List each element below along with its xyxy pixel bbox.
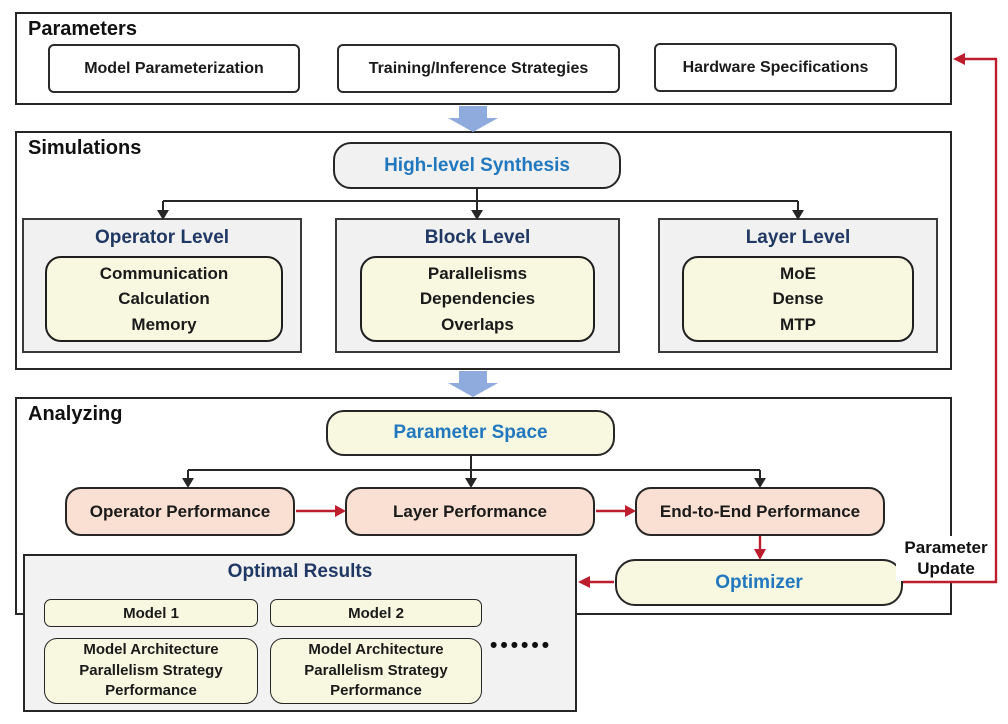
operator-level-items-box: Communication Calculation Memory xyxy=(45,256,283,342)
param-box-label: Hardware Specifications xyxy=(682,58,869,76)
arrowhead-update-to-parameters xyxy=(953,53,965,65)
optimal-results-title: Optimal Results xyxy=(227,561,373,582)
item-line: Calculation xyxy=(118,289,210,309)
flow-arrow-simulations-to-analyzing-icon xyxy=(448,371,498,397)
parameter-space-label: Parameter Space xyxy=(393,422,548,443)
param-box-label: Model Parameterization xyxy=(84,59,264,77)
param-box-training-inference-strategies: Training/Inference Strategies xyxy=(337,44,620,93)
simulations-title: Simulations xyxy=(28,137,142,159)
item-line: Dense xyxy=(772,289,824,309)
parameter-update-label: Parameter Update xyxy=(896,536,996,581)
item-line: MTP xyxy=(780,314,816,334)
param-box-hardware-specifications: Hardware Specifications xyxy=(654,43,897,92)
analyzing-title: Analyzing xyxy=(28,403,123,425)
model-2-detail-box: Model Architecture Parallelism Strategy … xyxy=(270,638,482,704)
optimal-results-panel: Optimal Results Model 1 Model 2 Model Ar… xyxy=(23,554,577,712)
param-box-model-parameterization: Model Parameterization xyxy=(48,44,300,93)
layer-performance-box: Layer Performance xyxy=(345,487,595,536)
end-to-end-performance-box: End-to-End Performance xyxy=(635,487,885,536)
parameter-space-box: Parameter Space xyxy=(326,410,615,456)
parameters-title: Parameters xyxy=(28,18,137,40)
perf-label: Operator Performance xyxy=(89,501,271,521)
item-line: Dependencies xyxy=(419,289,536,309)
perf-label: Layer Performance xyxy=(392,501,548,521)
block-level-title: Block Level xyxy=(424,227,531,248)
item-line: Overlaps xyxy=(441,314,514,334)
high-level-synthesis-box: High-level Synthesis xyxy=(333,142,621,189)
model-1-detail-box: Model Architecture Parallelism Strategy … xyxy=(44,638,258,704)
model-name: Model 1 xyxy=(123,604,179,622)
item-line: MoE xyxy=(780,263,816,283)
flow-arrow-params-to-simulations-icon xyxy=(448,106,498,132)
operator-level-title: Operator Level xyxy=(94,227,230,248)
operator-performance-box: Operator Performance xyxy=(65,487,295,536)
layer-level-title: Layer Level xyxy=(745,227,851,248)
optimizer-box: Optimizer xyxy=(615,559,903,606)
high-level-synthesis-label: High-level Synthesis xyxy=(384,154,570,176)
item-line: Memory xyxy=(131,314,197,334)
parameter-update-line: Parameter xyxy=(904,538,988,557)
model-name: Model 2 xyxy=(348,604,404,622)
detail-line: Performance xyxy=(105,682,197,700)
detail-line: Model Architecture xyxy=(83,640,219,658)
item-line: Parallelisms xyxy=(427,263,528,283)
perf-label: End-to-End Performance xyxy=(659,501,861,521)
item-line: Communication xyxy=(99,263,229,283)
param-box-label: Training/Inference Strategies xyxy=(368,59,589,77)
layer-level-items-box: MoE Dense MTP xyxy=(682,256,914,342)
detail-line: Performance xyxy=(330,682,422,700)
detail-line: Parallelism Strategy xyxy=(304,661,448,679)
ellipsis-dots: •••••• xyxy=(490,634,553,657)
block-level-items-box: Parallelisms Dependencies Overlaps xyxy=(360,256,595,342)
detail-line: Parallelism Strategy xyxy=(79,661,223,679)
model-1-chip: Model 1 xyxy=(44,599,258,627)
parameter-update-line: Update xyxy=(917,559,975,579)
model-2-chip: Model 2 xyxy=(270,599,482,627)
optimizer-label: Optimizer xyxy=(715,571,803,593)
detail-line: Model Architecture xyxy=(308,640,444,658)
